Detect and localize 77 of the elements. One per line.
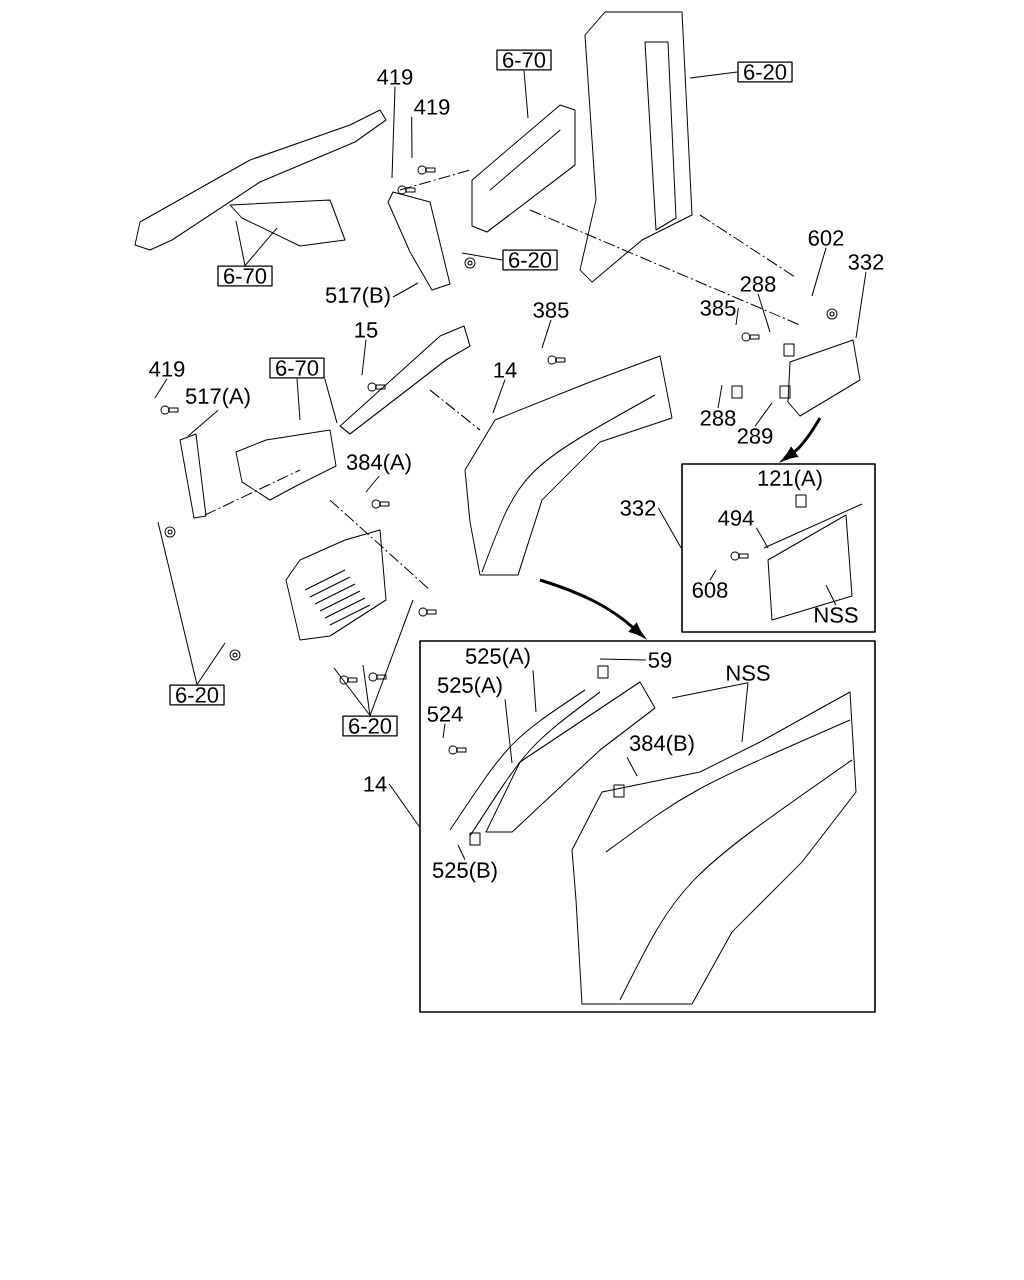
leader-line	[333, 667, 371, 717]
callout-number: 608	[692, 582, 728, 598]
callout-number: 385	[533, 302, 569, 318]
reference-box: 6-20	[737, 61, 793, 83]
callout-number: 525(A)	[465, 647, 530, 669]
callout-number: 332	[848, 254, 884, 270]
leader-line	[599, 658, 647, 661]
callout-number: 384(B)	[629, 734, 694, 756]
callout-number: 525(B)	[432, 861, 497, 883]
leader-line	[361, 339, 367, 376]
leader-line	[735, 307, 739, 326]
leader-line	[855, 271, 867, 339]
leader-line	[365, 475, 380, 493]
leader-line	[154, 378, 168, 399]
leader-line	[196, 642, 226, 686]
leader-line	[457, 844, 466, 861]
leader-line	[532, 669, 537, 713]
leader-line	[362, 664, 371, 717]
callout-number: 59	[648, 652, 672, 668]
inset-frame	[419, 640, 876, 1013]
callout-number: 289	[737, 428, 773, 444]
callout-number: 385	[700, 300, 736, 316]
leader-line	[244, 227, 278, 267]
inset-frame	[681, 463, 876, 633]
leader-line	[709, 569, 717, 581]
leader-line	[717, 384, 723, 409]
callout-number: 525(A)	[437, 676, 502, 698]
leader-line	[392, 282, 419, 298]
leader-line	[626, 756, 638, 777]
reference-box: 6-70	[269, 357, 325, 379]
leader-line	[541, 319, 552, 349]
leader-line	[411, 116, 413, 159]
leader-line	[741, 682, 749, 743]
callout-number: NSS	[815, 607, 858, 623]
callout-number: 384(A)	[346, 453, 411, 475]
leader-line	[442, 723, 446, 739]
leader-line	[388, 783, 420, 827]
reference-box: 6-20	[169, 684, 225, 706]
leader-line	[523, 69, 529, 119]
leader-line	[657, 507, 682, 549]
callout-number: 517(A)	[185, 387, 250, 409]
reference-box: 6-70	[496, 49, 552, 71]
callout-number: 524	[427, 706, 463, 722]
callout-number: 14	[494, 362, 517, 378]
leader-line	[369, 599, 414, 717]
leader-line	[689, 71, 738, 79]
callout-number: 419	[414, 99, 450, 115]
callout-number: 121(A)	[758, 469, 822, 491]
leader-line	[187, 409, 219, 437]
leader-line	[755, 527, 769, 549]
leader-line	[757, 293, 771, 333]
callout-number: 419	[149, 361, 185, 377]
callout-number: 332	[620, 500, 656, 516]
leader-line	[391, 86, 396, 179]
leader-line	[671, 682, 749, 699]
reference-box: 6-20	[502, 249, 558, 271]
leader-line	[235, 220, 246, 267]
callout-number: NSS	[727, 665, 770, 681]
leader-line	[492, 379, 506, 414]
leader-line	[296, 377, 301, 421]
callout-number: 419	[377, 69, 413, 85]
leader-line	[825, 584, 837, 606]
reference-box: 6-20	[342, 715, 398, 737]
leader-line	[504, 698, 513, 764]
leader-line	[811, 247, 827, 297]
leader-line	[461, 252, 503, 261]
callout-number: 14	[364, 776, 387, 792]
callout-number: 517(B)	[325, 286, 390, 308]
callout-number: 494	[718, 510, 754, 526]
callout-number: 602	[808, 230, 844, 246]
leader-line	[324, 377, 338, 424]
callout-number: 15	[355, 322, 378, 338]
callout-number: 288	[700, 410, 736, 426]
leader-line	[157, 521, 198, 686]
callout-number: 288	[740, 276, 776, 292]
reference-box: 6-70	[217, 265, 273, 287]
leader-line	[754, 402, 773, 427]
